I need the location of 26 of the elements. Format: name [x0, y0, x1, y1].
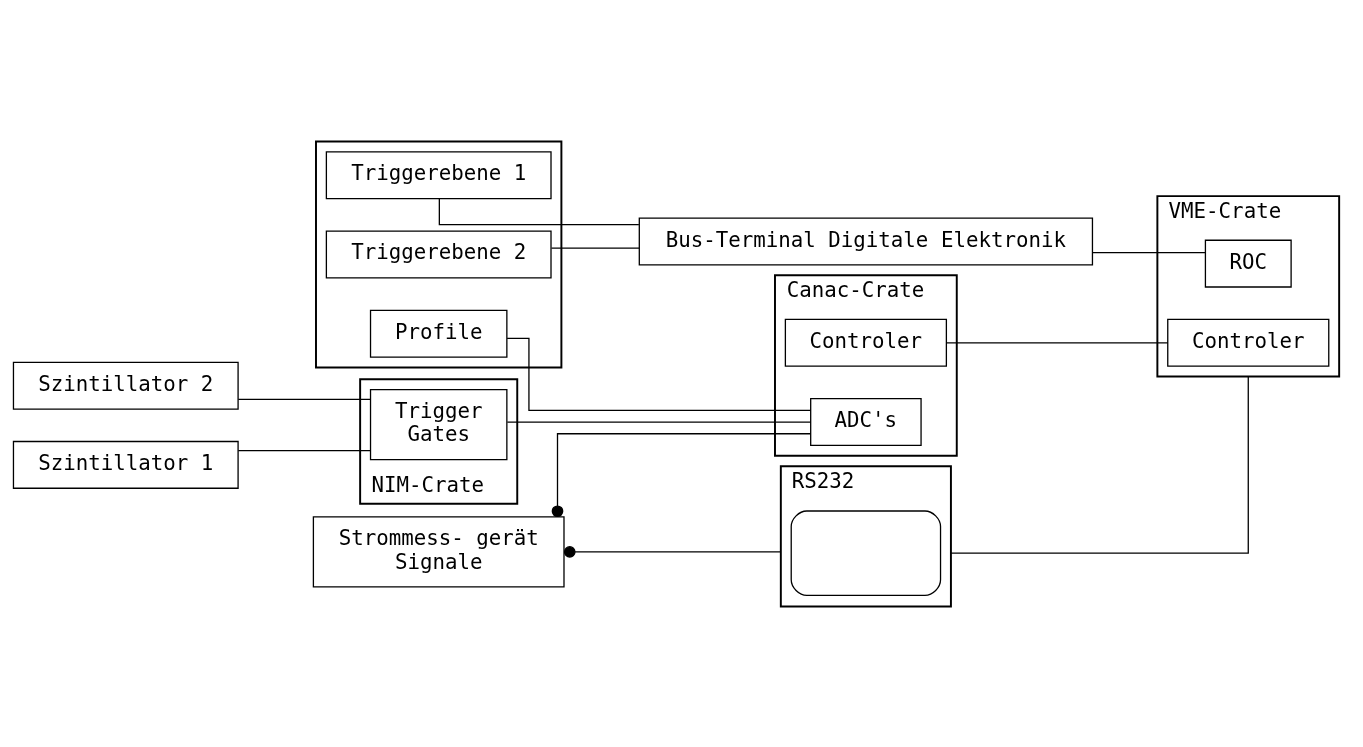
cluster: RS232 [779, 464, 952, 607]
node-box: Szintillator 1 [12, 440, 239, 489]
node-box: ROC [1204, 239, 1292, 288]
node-box: Trigger Gates [369, 388, 508, 460]
connector [563, 545, 782, 558]
connector [506, 420, 812, 423]
node-box: ADC's [810, 397, 922, 446]
node-box: Strommess- gerät Signale [312, 515, 565, 588]
node-box: Szintillator 2 [12, 361, 239, 410]
connector [506, 337, 812, 411]
connector [551, 432, 812, 517]
node-box: Controler [784, 318, 948, 367]
node-box: Bus-Terminal Digitale Elektronik [638, 217, 1094, 266]
node-box: Profile [369, 309, 508, 358]
node-box: Triggerebene 2 [325, 230, 552, 279]
node-box: Controler [1167, 318, 1330, 367]
connector [237, 398, 371, 400]
connector [950, 375, 1249, 554]
node-box: Triggerebene 1 [325, 150, 552, 199]
connector [1092, 251, 1206, 253]
node-box [790, 509, 942, 596]
connector [237, 449, 371, 451]
connector [550, 246, 640, 249]
connector [945, 341, 1169, 343]
cluster [315, 140, 563, 368]
connector [438, 197, 640, 225]
